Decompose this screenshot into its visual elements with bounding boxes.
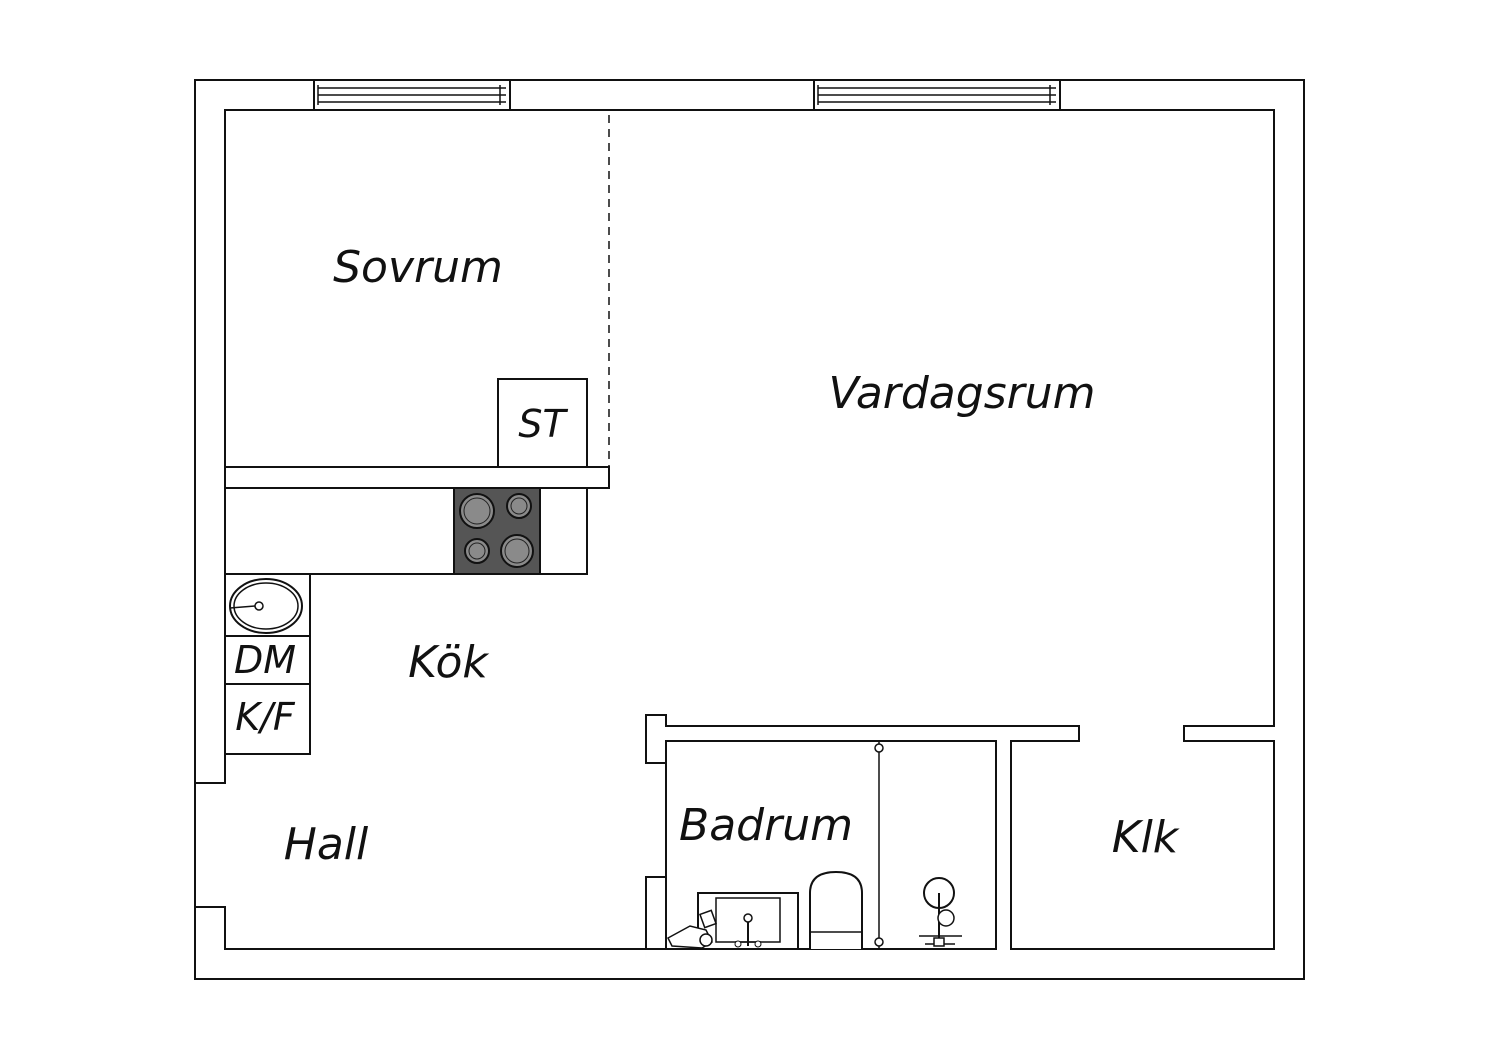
kitchen-counter xyxy=(224,487,588,575)
shower-curtain-ring-bottom xyxy=(874,937,884,947)
room-label-kok: Kök xyxy=(408,637,489,688)
room-label-vardagsrum: Vardagsrum xyxy=(829,368,1096,419)
fixture-label-dm: DM xyxy=(234,638,296,682)
wardrobe xyxy=(497,378,588,468)
window-left xyxy=(313,79,511,111)
room-label-klk: Klk xyxy=(1112,812,1180,863)
washbasin-icon xyxy=(697,892,799,950)
shower-icon xyxy=(919,877,962,947)
washing-machine-icon xyxy=(667,909,717,949)
fixture-label-kf: K/F xyxy=(235,695,296,739)
kitchen-column xyxy=(224,573,311,755)
window-right xyxy=(813,79,1061,111)
fixture-label-st: ST xyxy=(518,402,568,446)
room-label-sovrum: Sovrum xyxy=(333,242,503,293)
sink-icon xyxy=(229,578,303,634)
room-label-badrum: Badrum xyxy=(679,800,853,851)
toilet-icon xyxy=(809,870,863,949)
bedroom-wall xyxy=(224,466,610,489)
room-label-hall: Hall xyxy=(284,819,369,870)
shower-curtain-ring-top xyxy=(874,743,884,753)
